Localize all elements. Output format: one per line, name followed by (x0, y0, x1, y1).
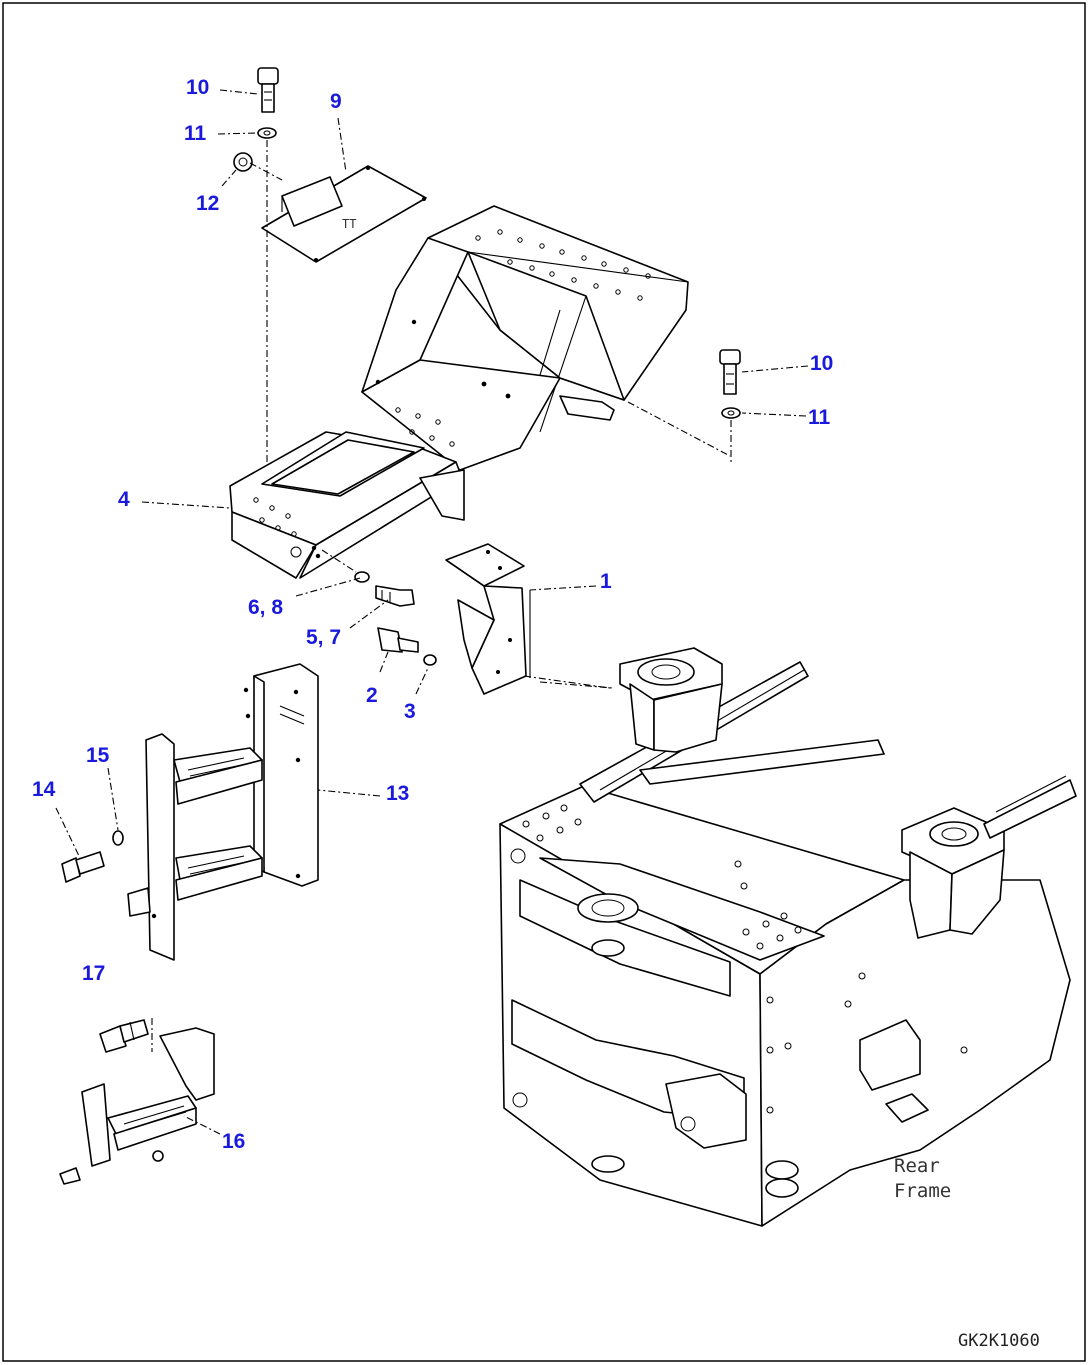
callout-labels: 10 9 11 12 10 11 4 1 6, 8 5, 7 2 3 15 14… (32, 76, 833, 1153)
callout-4: 4 (118, 488, 130, 511)
small-step (59, 1018, 215, 1185)
drawing-code: GK2K1060 (958, 1331, 1040, 1351)
callout-leaders (55, 89, 809, 1135)
callout-12: 12 (196, 192, 219, 215)
rear-frame-note-line1: Rear (894, 1155, 940, 1177)
frame-bolt-holes (510, 804, 968, 1114)
callout-6-8: 6, 8 (248, 596, 283, 619)
operator-console (229, 205, 731, 579)
console-bracket (321, 543, 611, 695)
step-ladder (61, 663, 319, 961)
callout-2: 2 (366, 684, 378, 707)
callout-11-right: 11 (808, 406, 831, 429)
callout-16: 16 (222, 1130, 245, 1153)
callout-14: 14 (32, 778, 56, 801)
callout-15: 15 (86, 744, 110, 767)
callout-13: 13 (386, 782, 409, 805)
callout-1: 1 (600, 570, 612, 593)
rear-frame-note-line2: Frame (894, 1180, 951, 1202)
callout-9: 9 (330, 90, 342, 113)
callout-11-top: 11 (184, 122, 207, 145)
svg-text:TT: TT (342, 217, 356, 231)
callout-5-7: 5, 7 (306, 626, 341, 649)
console-mount-bolt-right (719, 349, 741, 462)
console-perforations (253, 229, 651, 537)
callout-17: 17 (82, 962, 105, 985)
callout-10-right: 10 (810, 352, 833, 375)
rear-frame (499, 647, 1077, 1227)
callout-3: 3 (404, 700, 416, 723)
callout-10-top: 10 (186, 76, 209, 99)
